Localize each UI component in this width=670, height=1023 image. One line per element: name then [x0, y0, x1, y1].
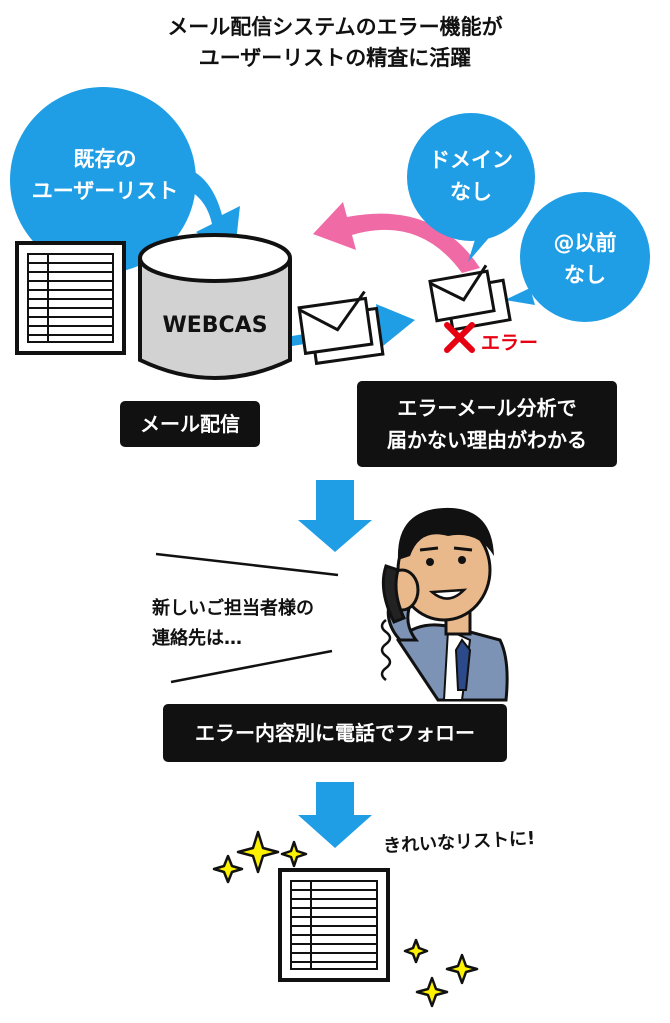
error-analysis-line: 届かない理由がわかる: [387, 428, 587, 452]
phone-follow-label: エラー内容別に電話でフォロー: [195, 721, 475, 745]
title-line-1: メール配信システムのエラー機能が: [167, 15, 503, 39]
no-at-bubble: [505, 192, 650, 322]
existing-list-bubble-text: 既存の ユーザーリスト: [20, 143, 190, 207]
page-title: メール配信システムのエラー機能が ユーザーリストの精査に活躍: [0, 12, 670, 74]
envelope-icon: [428, 264, 512, 332]
speech-text: 新しいご担当者様の 連絡先は…: [152, 594, 372, 654]
phone-follow-box: エラー内容別に電話でフォロー: [163, 704, 507, 762]
envelope-icon: [297, 290, 385, 366]
speech-line: 連絡先は…: [152, 628, 242, 649]
phone-icon: [380, 564, 407, 681]
bounce-arrow: [313, 202, 480, 273]
down-arrow-icon: [298, 480, 372, 552]
bubble-line: @以前: [553, 231, 617, 255]
no-domain-bubble: [407, 113, 535, 262]
no-domain-bubble-text: ドメイン なし: [411, 144, 531, 208]
document-icon: [278, 868, 390, 982]
speech-lines: [155, 552, 339, 684]
sparkle-icon: [212, 830, 479, 1008]
database-icon: [138, 233, 292, 380]
speech-line: 新しいご担当者様の: [152, 598, 314, 619]
bubble-line: ドメイン: [429, 148, 513, 172]
error-analysis-box: エラーメール分析で 届かない理由がわかる: [357, 381, 617, 467]
bubble-line: なし: [450, 180, 492, 204]
mail-delivery-label: メール配信: [140, 412, 240, 436]
error-analysis-line: エラーメール分析で: [397, 396, 577, 420]
title-line-2: ユーザーリストの精査に活躍: [198, 46, 472, 70]
database-label: WEBCAS: [162, 313, 268, 338]
error-label: エラー: [481, 332, 539, 354]
bubble-line: ユーザーリスト: [31, 179, 179, 203]
bubble-line: なし: [564, 263, 606, 287]
down-arrow-icon: [298, 782, 372, 848]
businessman-illustration: [384, 507, 509, 702]
document-icon: [15, 241, 126, 355]
bubble-line: 既存の: [73, 147, 137, 171]
no-at-bubble-text: @以前 なし: [530, 227, 640, 291]
cross-icon: [444, 322, 475, 353]
mail-delivery-box: メール配信: [120, 401, 260, 447]
